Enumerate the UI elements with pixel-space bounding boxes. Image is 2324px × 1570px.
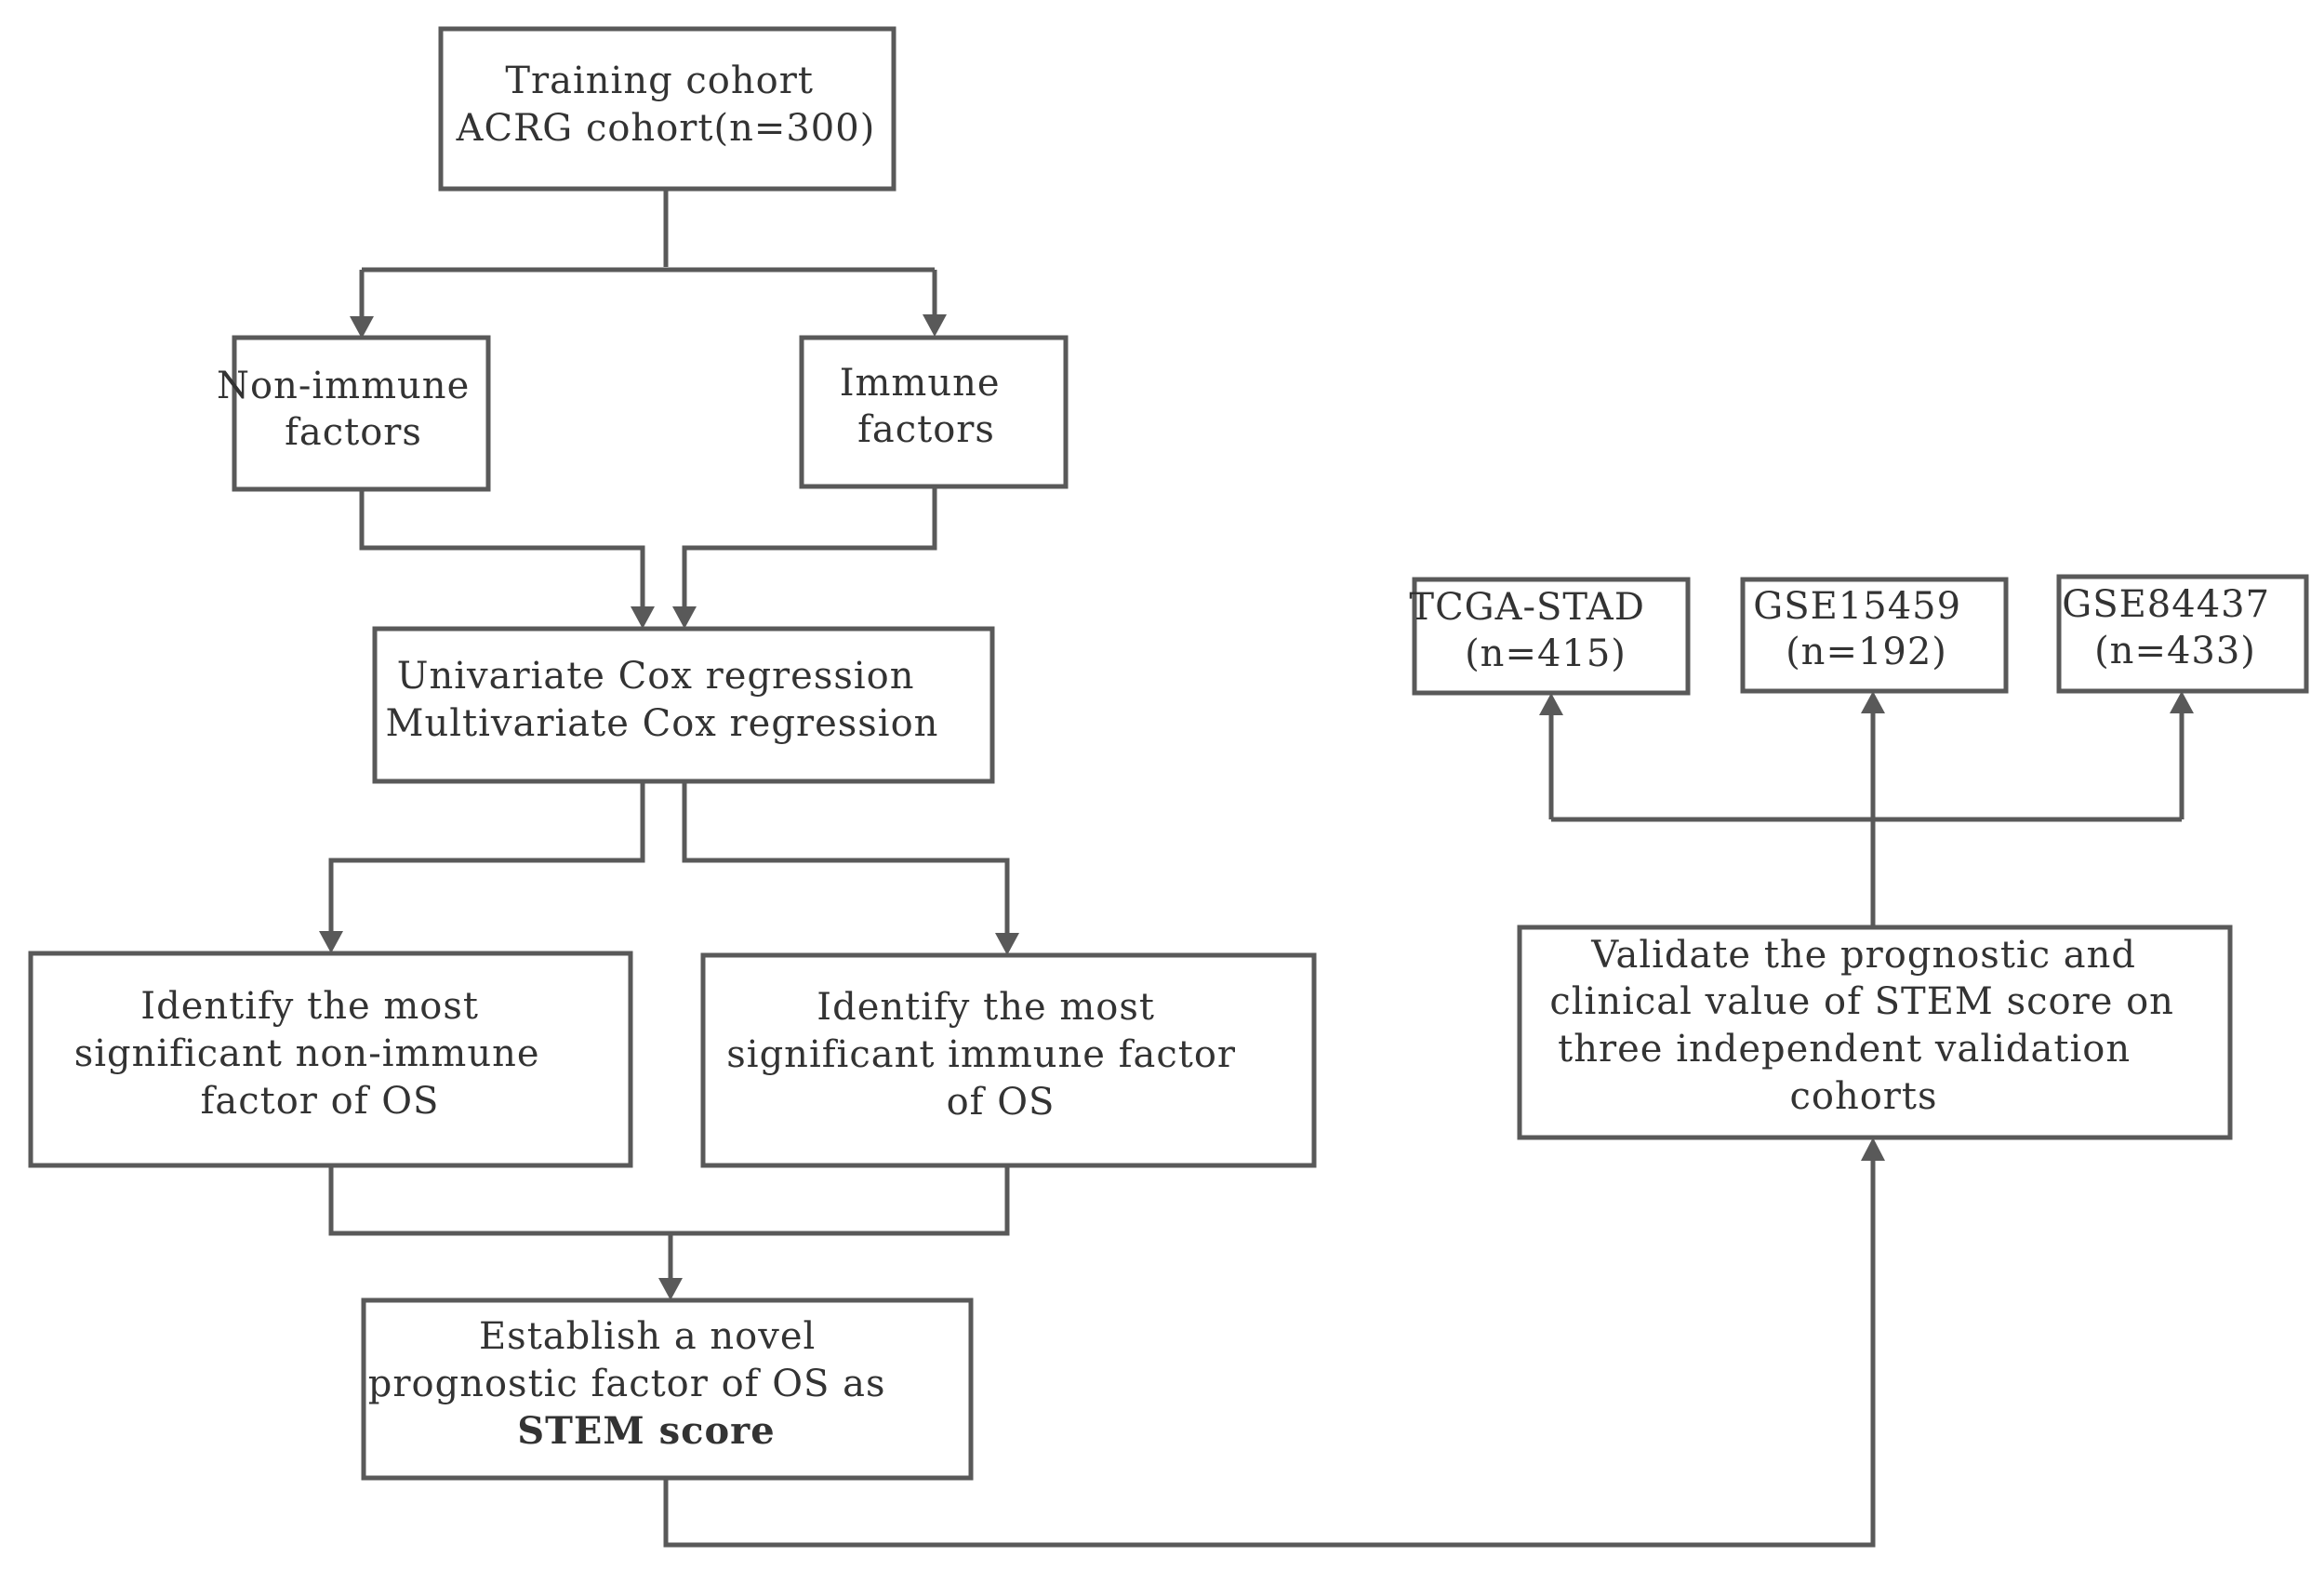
arrowhead-non-immune [350,316,374,339]
node-label: Establish a novel prognostic factor of O… [368,1315,898,1453]
node-significant-non-immune: Identify the most significant non-immune… [28,951,633,1168]
arrowhead-establish [658,1278,683,1300]
arrowhead-sig-immune [995,933,1019,955]
node-label: TCGA-STAD (n=415) [1409,586,1657,675]
arrowhead-tcga [1539,693,1563,715]
arrowhead-immune [923,314,947,337]
connector-sig-non-immune-down [328,1165,1010,1236]
node-label: Non-immune factors [217,365,483,454]
connector-immune-to-cox [682,486,937,610]
node-label: Training cohort ACRG cohort(n=300) [456,60,876,150]
node-gse84437: GSE84437 (n=433) [2056,574,2309,694]
connector-cox-to-sig-immune [682,781,1010,935]
node-label: Validate the prognostic and clinical val… [1549,934,2186,1118]
connector-cox-to-sig-non-immune [328,781,645,935]
connector-non-immune-to-cox [359,489,645,610]
node-label: Univariate Cox regression Multivariate C… [386,655,939,745]
node-cox-regression: Univariate Cox regression Multivariate C… [372,626,995,784]
node-significant-immune: Identify the most significant immune fac… [700,952,1317,1168]
arrowhead-validate [1861,1138,1885,1161]
node-non-immune-factors: Non-immune factors [217,335,491,492]
node-training-cohort: Training cohort ACRG cohort(n=300) [438,26,896,192]
arrowhead-gse15459 [1861,691,1885,713]
node-label: Immune factors [840,362,1014,451]
arrowhead-gse84437 [2170,691,2194,713]
connectors [319,189,2194,1548]
node-gse15459: GSE15459 (n=192) [1740,577,2009,694]
node-label: GSE84437 (n=433) [2062,583,2283,672]
arrowhead-cox-left [631,606,655,629]
node-label: GSE15459 (n=192) [1753,585,1974,673]
node-label: Identify the most significant immune fac… [726,986,1249,1124]
node-tcga-stad: TCGA-STAD (n=415) [1409,577,1691,696]
node-label: Identify the most significant non-immune… [74,985,553,1123]
arrowhead-cox-right [672,606,697,629]
connector-establish-to-validate [663,1158,1876,1548]
arrowhead-sig-non-immune [319,931,343,953]
node-immune-factors: Immune factors [799,335,1069,489]
node-establish-stem-score: Establish a novel prognostic factor of O… [361,1297,974,1481]
node-validate: Validate the prognostic and clinical val… [1517,925,2233,1140]
